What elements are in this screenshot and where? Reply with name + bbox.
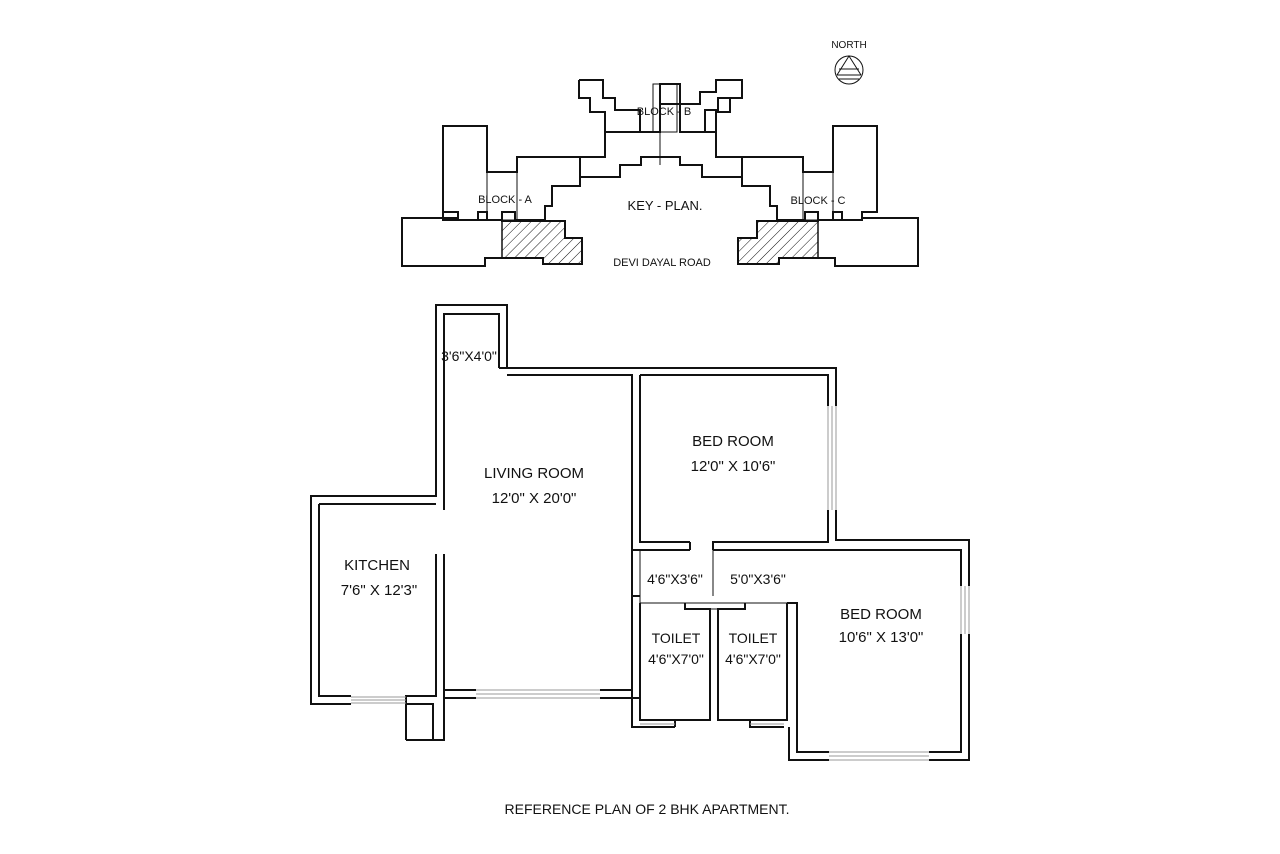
balcony-size: 3'6"X4'0" <box>441 348 497 364</box>
living-room-name: LIVING ROOM <box>484 465 584 482</box>
living-room-size: 12'0" X 20'0" <box>492 490 577 507</box>
toilet-1-size: 4'6"X7'0" <box>648 651 704 667</box>
kitchen-size: 7'6" X 12'3" <box>341 582 417 599</box>
block-b-label: BLOCK - B <box>637 106 691 118</box>
passage-2-size: 5'0"X3'6" <box>730 571 786 587</box>
bedroom-1-name: BED ROOM <box>692 433 774 450</box>
apartment-plan <box>310 304 970 761</box>
bedroom-2-size: 10'6" X 13'0" <box>839 629 924 646</box>
plan-caption: REFERENCE PLAN OF 2 BHK APARTMENT. <box>505 801 790 817</box>
north-arrow-icon <box>834 55 864 85</box>
bedroom-1-size: 12'0" X 10'6" <box>691 458 776 475</box>
road-label: DEVI DAYAL ROAD <box>613 257 711 269</box>
block-a-label: BLOCK - A <box>478 194 532 206</box>
kitchen-name: KITCHEN <box>344 557 410 574</box>
toilet-1-name: TOILET <box>652 630 701 646</box>
key-plan-title: KEY - PLAN. <box>628 198 703 213</box>
north-label: NORTH <box>831 40 866 51</box>
toilet-2-size: 4'6"X7'0" <box>725 651 781 667</box>
toilet-2-name: TOILET <box>729 630 778 646</box>
passage-1-size: 4'6"X3'6" <box>647 571 703 587</box>
key-plan <box>401 79 919 267</box>
bedroom-2-name: BED ROOM <box>840 606 922 623</box>
block-c-label: BLOCK - C <box>790 195 845 207</box>
